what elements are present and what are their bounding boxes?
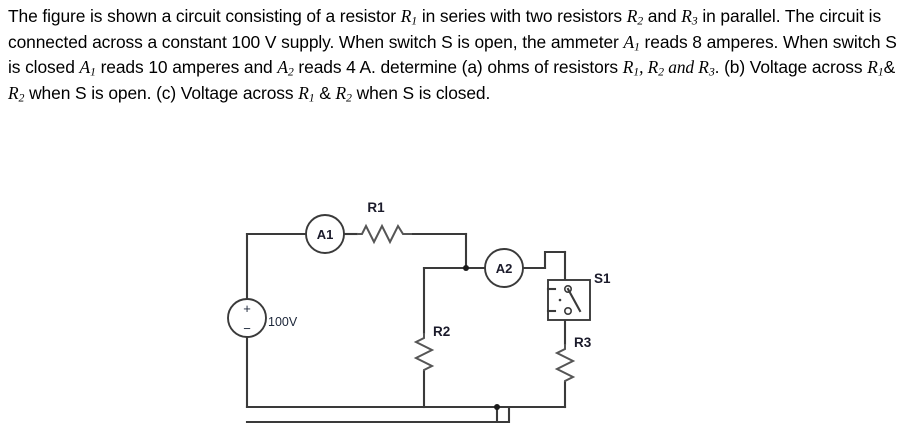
math-variable: R2 bbox=[8, 82, 25, 105]
math-variable: R2 bbox=[335, 82, 352, 105]
source-minus-sign: − bbox=[243, 321, 251, 336]
ammeter-a2-label: A2 bbox=[496, 261, 513, 276]
left-rail-wires bbox=[245, 232, 511, 409]
ammeter-a1-label: A1 bbox=[317, 227, 334, 242]
resistor-r2-label: R2 bbox=[433, 324, 450, 339]
source-plus-sign: + bbox=[243, 301, 251, 316]
problem-paragraph: The figure is shown a circuit consisting… bbox=[8, 6, 897, 105]
ammeter-a1: A1 bbox=[305, 214, 345, 254]
circuit-diagram: + − 100V A1 R1 bbox=[0, 185, 913, 427]
source-label: 100V bbox=[268, 315, 298, 329]
math-variable: R1 bbox=[867, 57, 884, 79]
math-variable: R3 bbox=[681, 6, 698, 28]
math-variable: R1 bbox=[622, 57, 640, 79]
math-text: and bbox=[663, 57, 699, 78]
math-variable: A2 bbox=[277, 57, 294, 79]
switch-s1[interactable]: S1 bbox=[546, 271, 611, 321]
problem-statement: The figure is shown a circuit consisting… bbox=[8, 4, 906, 106]
ammeter-a2: A2 bbox=[484, 248, 524, 288]
resistor-r3: R3 bbox=[554, 335, 592, 382]
math-variable: A1 bbox=[623, 31, 640, 54]
node-dot-bottom bbox=[494, 404, 500, 410]
voltage-source: + − 100V bbox=[227, 298, 298, 338]
math-text: , bbox=[639, 57, 648, 78]
resistor-r3-label: R3 bbox=[574, 335, 592, 350]
math-variable: R1 bbox=[400, 6, 418, 28]
mid-node-wires bbox=[245, 250, 567, 424]
math-variable: R2 bbox=[647, 57, 664, 79]
top-branch-wires bbox=[245, 232, 468, 270]
resistor-r2: R2 bbox=[413, 324, 450, 371]
math-variable: R2 bbox=[626, 6, 644, 28]
switch-bottom-contact bbox=[563, 307, 572, 316]
switch-blade bbox=[566, 287, 582, 313]
math-variable: R3 bbox=[698, 57, 715, 79]
switch-s1-label: S1 bbox=[594, 271, 611, 286]
math-variable: A1 bbox=[79, 57, 96, 79]
resistor-r1-label: R1 bbox=[367, 200, 385, 215]
resistor-r1: R1 bbox=[357, 200, 412, 245]
math-variable: R1 bbox=[298, 82, 315, 105]
node-dot-top bbox=[463, 265, 469, 271]
